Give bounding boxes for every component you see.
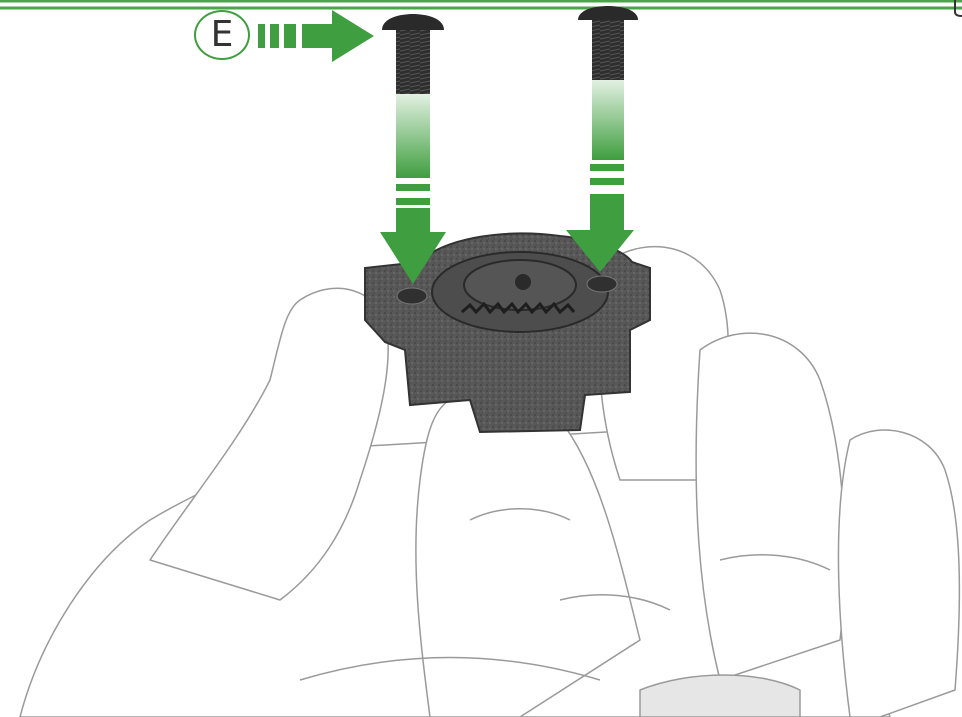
dashed-right-arrow-icon [258, 10, 374, 62]
bolt-left [380, 14, 446, 284]
ring-finger [696, 333, 845, 680]
pinky-finger [838, 430, 959, 717]
step-callout-badge: E [194, 10, 250, 60]
bolt-right [566, 6, 638, 272]
step-callout-letter: E [211, 17, 234, 53]
top-frame [0, 0, 962, 16]
